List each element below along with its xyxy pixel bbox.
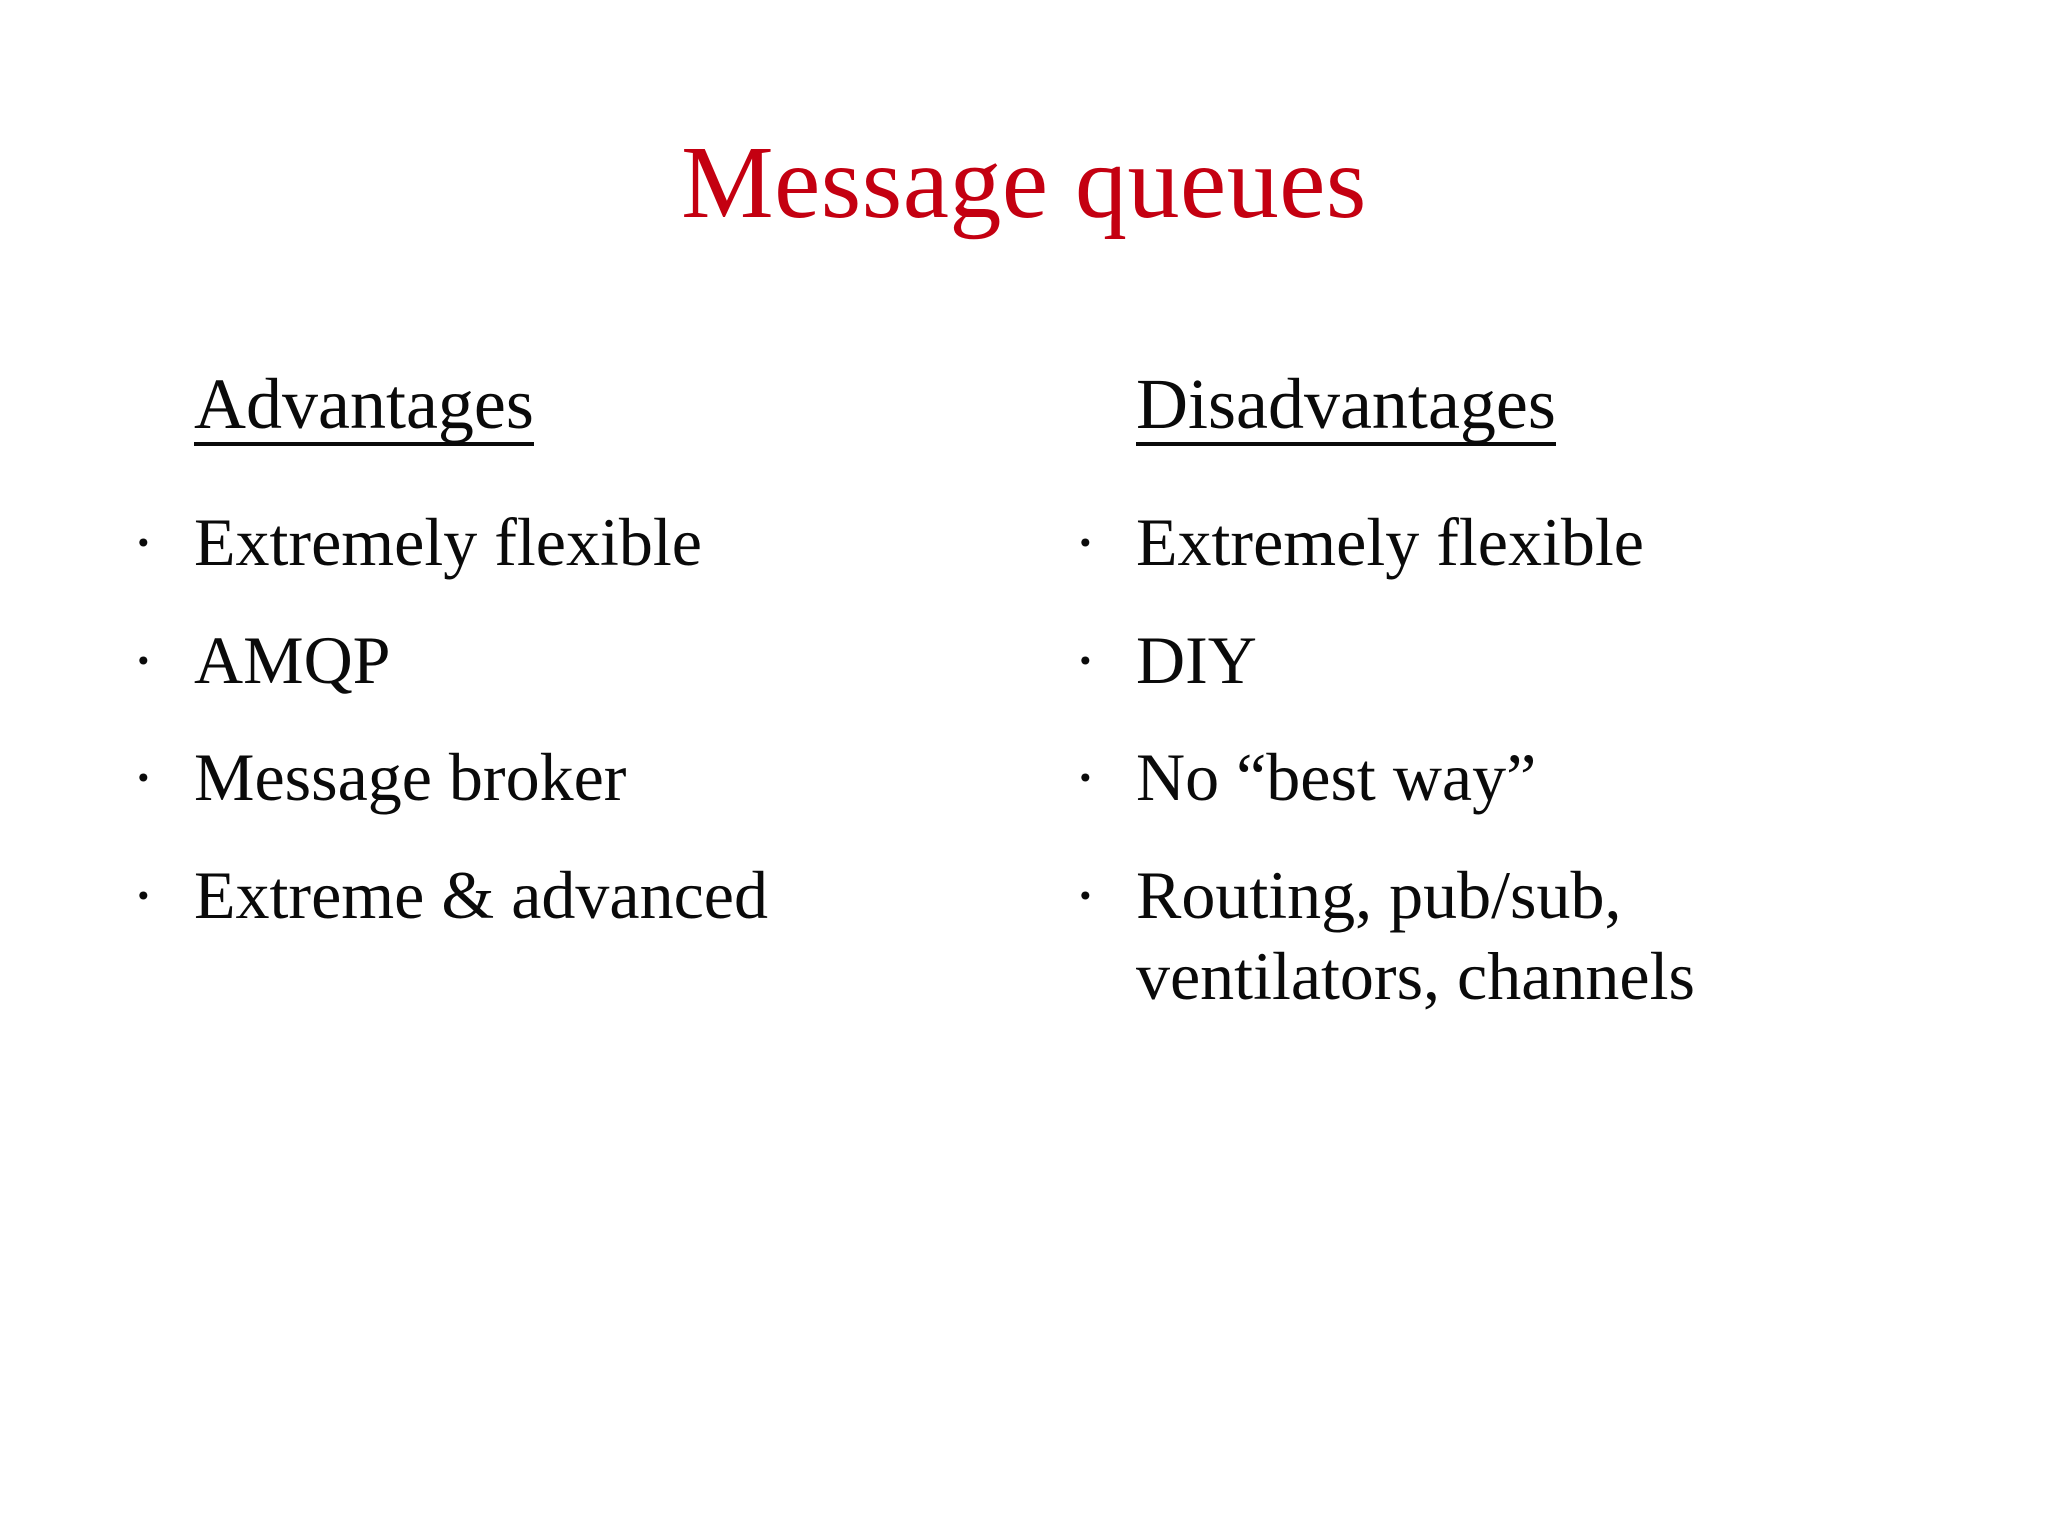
list-item-label: AMQP xyxy=(194,621,391,698)
list-item-label: No “best way” xyxy=(1136,739,1537,816)
bullet-dot-icon: · xyxy=(1074,739,1097,816)
list-item: · Extreme & advanced xyxy=(128,855,988,937)
column-heading-disadvantages: Disadvantages xyxy=(1136,364,1556,446)
bullet-dot-icon: · xyxy=(1074,856,1097,933)
column-heading-advantages: Advantages xyxy=(194,364,534,446)
list-item: · Routing, pub/sub, ventilators, channel… xyxy=(1070,855,1970,1018)
column-advantages: Advantages · Extremely flexible · AMQP ·… xyxy=(128,368,988,972)
bullet-dot-icon: · xyxy=(132,504,155,580)
list-item-label: Extremely flexible xyxy=(1136,504,1644,580)
list-item-label: DIY xyxy=(1136,621,1257,698)
list-item-label: Message broker xyxy=(194,739,627,816)
list-item: · Extremely flexible xyxy=(128,502,988,584)
list-item: · Message broker xyxy=(128,737,988,819)
bullet-dot-icon: · xyxy=(1074,504,1097,580)
list-item-label: Extremely flexible xyxy=(194,504,702,580)
bullet-dot-icon: · xyxy=(132,739,155,816)
column-disadvantages: Disadvantages · Extremely flexible · DIY… xyxy=(1070,368,1970,1058)
list-item: · DIY xyxy=(1070,620,1970,702)
list-item: · No “best way” xyxy=(1070,737,1970,819)
list-item: · AMQP xyxy=(128,620,988,702)
bullet-dot-icon: · xyxy=(132,621,155,698)
content-columns: Advantages · Extremely flexible · AMQP ·… xyxy=(0,368,2048,1268)
page-title: Message queues xyxy=(681,125,1367,240)
disadvantages-list: · Extremely flexible · DIY · No “best wa… xyxy=(1070,502,1970,1018)
advantages-list: · Extremely flexible · AMQP · Message br… xyxy=(128,502,988,936)
bullet-dot-icon: · xyxy=(132,856,155,933)
list-item: · Extremely flexible xyxy=(1070,502,1970,584)
list-item-label: Routing, pub/sub, ventilators, channels xyxy=(1136,856,1695,1015)
list-item-label: Extreme & advanced xyxy=(194,856,768,933)
bullet-dot-icon: · xyxy=(1074,621,1097,698)
